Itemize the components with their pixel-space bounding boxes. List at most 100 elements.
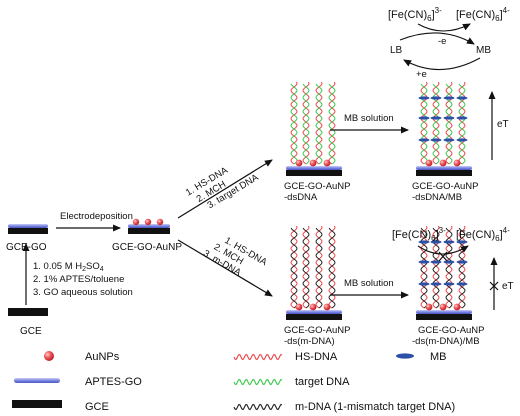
- aunp: [309, 159, 317, 167]
- hs-dna-strand: [290, 81, 298, 165]
- electrode-bar: [286, 170, 342, 176]
- aunp: [309, 303, 317, 311]
- mb-molecule: [430, 282, 442, 286]
- plus-e-label: +e: [416, 69, 427, 80]
- upper-branch-arrow: [177, 159, 273, 219]
- aunp: [323, 159, 331, 167]
- mb-molecule: [418, 138, 430, 142]
- dsdna-electrode: [286, 81, 342, 176]
- gce-go-bar: [8, 228, 48, 234]
- dsdna-mb-electrode-label-2: -dsDNA/MB: [412, 192, 462, 203]
- prep-step-3: 3. GO aqueous solution: [33, 287, 133, 298]
- go-layer: [286, 166, 342, 170]
- minus-e-label: -e: [438, 36, 446, 47]
- hs-dna-strand: [420, 81, 428, 165]
- lb-to-mb-arrow: [399, 32, 475, 45]
- m-dna-strand: [315, 227, 323, 309]
- aunp: [439, 159, 447, 167]
- gce-bar: [8, 308, 48, 316]
- prep-step-1: 1. 0.05 M H2SO4: [33, 261, 104, 273]
- mdna-mb-electrode: [416, 225, 472, 320]
- go-layer: [416, 166, 472, 170]
- et-lower-label: eT: [502, 281, 514, 292]
- mb-molecule: [456, 260, 468, 264]
- redox-blocked-lower: [Fe(CN)6]3- [Fe(CN)6]4-: [392, 226, 510, 262]
- hs-dna-strand: [420, 225, 428, 309]
- mb-molecule: [430, 96, 442, 100]
- aunp: [295, 303, 303, 311]
- legend-gce-symbol: [12, 400, 62, 408]
- mb-molecule: [430, 116, 442, 120]
- gce-go-aunp-electrode: [128, 218, 170, 234]
- hs-dna-strand: [328, 225, 336, 309]
- fe3-label-upper: [Fe(CN)6]3-: [388, 6, 442, 23]
- mb-label: MB: [476, 45, 491, 56]
- mb-solution-upper-label: MB solution: [344, 113, 394, 124]
- lb-label: LB: [390, 45, 403, 56]
- mb-molecule: [430, 260, 442, 264]
- target-dna-strand: [302, 83, 310, 165]
- legend-aunps-label: AuNPs: [85, 351, 120, 363]
- hs-dna-strand: [445, 81, 453, 165]
- gce-go-electrode-group: GCE-GO: [6, 224, 48, 253]
- aunp: [453, 159, 461, 167]
- electrodeposition-label: Electrodeposition: [60, 211, 133, 222]
- mb-molecule: [418, 116, 430, 120]
- hs-dna-strand: [290, 225, 298, 309]
- legend-m-dna-wave: [233, 403, 283, 411]
- dsdna-mb-electrode: [416, 81, 472, 176]
- mb-molecule: [418, 260, 430, 264]
- prep-steps: 1. 0.05 M H2SO4 2. 1% APTES/toluene 3. G…: [33, 261, 133, 298]
- mb-molecule: [456, 138, 468, 142]
- go-layer: [8, 224, 48, 228]
- legend-aptes-go-label: APTES-GO: [85, 376, 142, 388]
- legend-mb-label: MB: [430, 351, 447, 363]
- electrode-bar: [286, 314, 342, 320]
- gce-go-aunp-label: GCE-GO-AuNP: [112, 242, 182, 253]
- fe4-label-lower: [Fe(CN)6]4-: [456, 226, 510, 243]
- gce-go-label: GCE-GO: [6, 242, 47, 253]
- aunp: [156, 218, 164, 226]
- legend-hs-dna-wave: [233, 353, 283, 361]
- fe-conversion-arrow: [417, 23, 471, 32]
- dsdna-electrode-label-1: GCE-GO-AuNP: [284, 181, 351, 192]
- prep-step-2: 2. 1% APTES/toluene: [33, 274, 124, 285]
- mb-molecule: [418, 282, 430, 286]
- legend-hs-dna-symbol: [233, 353, 283, 361]
- legend-gce-label: GCE: [85, 401, 109, 413]
- et-block-cross: [489, 281, 499, 291]
- mb-molecule: [430, 138, 442, 142]
- block-cross: [438, 251, 448, 262]
- legend-target-dna-symbol: [233, 378, 283, 386]
- legend-hs-dna-label: HS-DNA: [295, 351, 338, 363]
- mb-molecule: [456, 96, 468, 100]
- mb-molecule: [443, 240, 455, 244]
- aunp: [144, 218, 152, 226]
- mdna-electrode: [286, 225, 342, 320]
- mb-molecule: [443, 96, 455, 100]
- mb-molecule: [443, 260, 455, 264]
- lower-branch-arrow: [177, 239, 273, 297]
- redox-cycle-upper: [Fe(CN)6]3- [Fe(CN)6]4- -e LB MB +e: [388, 6, 510, 80]
- fe-conversion-arrow-blocked: [417, 245, 469, 255]
- target-dna-strand: [290, 83, 298, 165]
- go-layer: [286, 310, 342, 314]
- lower-steps: 1. HS-DNA 2. MCH 3. m-DNA: [201, 235, 269, 279]
- legend-aunp-symbol: [44, 351, 54, 361]
- gce-electrode-group: GCE: [8, 308, 48, 337]
- mb-molecule: [456, 282, 468, 286]
- mb-molecule: [418, 240, 430, 244]
- aunp: [295, 159, 303, 167]
- mb-solution-lower-label: MB solution: [344, 278, 394, 289]
- hs-dna-strand: [458, 225, 466, 309]
- electrode-bar: [416, 170, 472, 176]
- mdna-mb-electrode-label-1: GCE-GO-AuNP: [418, 325, 485, 336]
- mdna-mb-electrode-label-2: -ds(m-DNA)/MB: [412, 336, 480, 347]
- mdna-electrode-label-2: -ds(m-DNA): [284, 336, 335, 347]
- aunp: [439, 303, 447, 311]
- m-dna-strand: [290, 227, 298, 309]
- mb-to-lb-arrow: [403, 57, 481, 71]
- m-dna-strand: [302, 227, 310, 309]
- mb-molecule: [456, 240, 468, 244]
